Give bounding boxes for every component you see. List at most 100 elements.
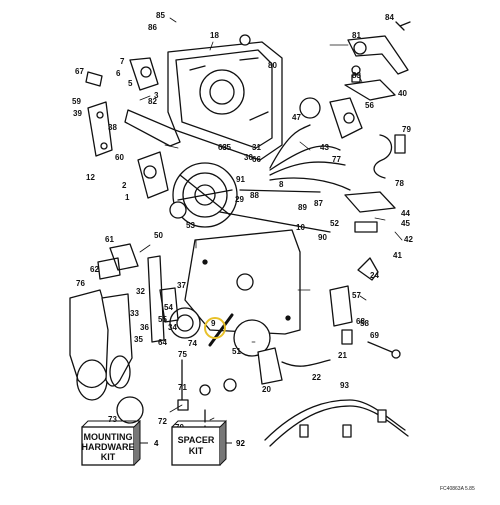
callout-31: 31 bbox=[252, 143, 261, 152]
callout-63: 63 bbox=[218, 143, 227, 152]
callout-43: 43 bbox=[320, 143, 329, 152]
mounting-kit-line1: MOUNTING bbox=[84, 432, 133, 442]
callout-69: 69 bbox=[370, 331, 379, 340]
control-handle bbox=[69, 289, 144, 424]
callout-86: 86 bbox=[148, 23, 157, 32]
shift-slide bbox=[97, 243, 179, 343]
mounting-hardware-kit: MOUNTING HARDWARE KIT 4 bbox=[81, 419, 159, 466]
callout-33: 33 bbox=[130, 309, 139, 318]
mounting-kit-callout: 4 bbox=[154, 439, 159, 448]
lower-fasteners bbox=[177, 359, 211, 437]
spacer-kit-callout: 92 bbox=[236, 439, 245, 448]
spacer-kit-line2: KIT bbox=[189, 446, 204, 456]
callout-5: 5 bbox=[128, 79, 133, 88]
callout-67: 67 bbox=[75, 67, 84, 76]
left-lever-arms bbox=[85, 57, 181, 199]
callout-59: 59 bbox=[72, 97, 81, 106]
callout-41: 41 bbox=[393, 251, 402, 260]
callout-72: 72 bbox=[158, 417, 167, 426]
callout-47: 47 bbox=[292, 113, 301, 122]
callout-29: 29 bbox=[235, 195, 244, 204]
side-cover-plate bbox=[184, 229, 301, 335]
callout-85: 85 bbox=[156, 11, 165, 20]
callout-39: 39 bbox=[73, 109, 82, 118]
callout-83: 83 bbox=[352, 71, 361, 80]
callout-66: 66 bbox=[252, 155, 261, 164]
callout-35: 35 bbox=[134, 335, 143, 344]
callout-52: 52 bbox=[330, 219, 339, 228]
callout-37: 37 bbox=[177, 281, 186, 290]
callout-18: 18 bbox=[210, 31, 219, 40]
callout-6: 6 bbox=[116, 69, 121, 78]
callout-3: 3 bbox=[154, 91, 159, 100]
mounting-kit-line2: HARDWARE bbox=[82, 442, 135, 452]
callout-80: 80 bbox=[268, 61, 277, 70]
callout-60: 60 bbox=[115, 153, 124, 162]
callout-32: 32 bbox=[136, 287, 145, 296]
callout-56: 56 bbox=[365, 101, 374, 110]
callout-58: 58 bbox=[360, 319, 369, 328]
callout-45: 45 bbox=[401, 219, 410, 228]
callout-61: 61 bbox=[105, 235, 114, 244]
callout-51: 51 bbox=[232, 347, 241, 356]
callout-73: 73 bbox=[108, 415, 117, 424]
spacer-kit-line1: SPACER bbox=[178, 435, 215, 445]
callout-57: 57 bbox=[352, 291, 361, 300]
callout-9: 9 bbox=[211, 319, 216, 328]
callout-10: 10 bbox=[296, 223, 305, 232]
callout-64: 64 bbox=[158, 338, 167, 347]
callout-44: 44 bbox=[401, 209, 410, 218]
callout-78: 78 bbox=[395, 179, 404, 188]
callout-68: 68 bbox=[356, 317, 365, 326]
callout-71: 71 bbox=[178, 383, 187, 392]
callout-53: 53 bbox=[186, 221, 195, 230]
callout-36: 36 bbox=[140, 323, 149, 332]
callout-77: 77 bbox=[332, 155, 341, 164]
callout-40: 40 bbox=[398, 89, 407, 98]
callout-30: 30 bbox=[244, 153, 253, 162]
callout-65: 65 bbox=[222, 143, 231, 152]
callout-87: 87 bbox=[314, 199, 323, 208]
callout-89: 89 bbox=[298, 203, 307, 212]
callout-90: 90 bbox=[318, 233, 327, 242]
callout-79: 79 bbox=[402, 125, 411, 134]
throttle-arm bbox=[329, 79, 396, 139]
callout-76: 76 bbox=[76, 279, 85, 288]
callout-7: 7 bbox=[120, 57, 125, 66]
callout-1: 1 bbox=[125, 193, 130, 202]
callout-8: 8 bbox=[279, 180, 284, 189]
cables-and-trim-switch bbox=[219, 189, 396, 281]
callout-88: 88 bbox=[250, 191, 259, 200]
gear-hub-assembly bbox=[169, 162, 238, 228]
callout-34: 34 bbox=[168, 323, 177, 332]
callout-22: 22 bbox=[312, 373, 321, 382]
callout-24: 24 bbox=[370, 271, 379, 280]
right-bracket-and-bushings bbox=[329, 285, 401, 359]
callout-20: 20 bbox=[262, 385, 271, 394]
callout-55: 55 bbox=[158, 315, 167, 324]
callout-75: 75 bbox=[178, 350, 187, 359]
callout-74: 74 bbox=[188, 339, 197, 348]
callout-93: 93 bbox=[340, 381, 349, 390]
callout-62: 62 bbox=[90, 265, 99, 274]
callout-82: 82 bbox=[148, 97, 157, 106]
callout-54: 54 bbox=[164, 303, 173, 312]
callout-2: 2 bbox=[122, 181, 127, 190]
callout-12: 12 bbox=[86, 173, 95, 182]
callout-42: 42 bbox=[404, 235, 413, 244]
control-housing bbox=[167, 34, 283, 161]
spacer-kit: SPACER KIT 92 bbox=[171, 419, 245, 466]
callout-91: 91 bbox=[236, 175, 245, 184]
callout-21: 21 bbox=[338, 351, 347, 360]
leader-lines bbox=[139, 17, 403, 421]
callout-38: 38 bbox=[108, 123, 117, 132]
trim-switch-and-leads bbox=[223, 347, 409, 447]
figure-code: FC40863A 5.85 bbox=[440, 486, 475, 492]
neutral-lever-assembly bbox=[347, 21, 411, 83]
callout-layer: 8586188481677658382403256593938634743771… bbox=[72, 11, 413, 432]
callout-81: 81 bbox=[352, 31, 361, 40]
callout-84: 84 bbox=[385, 13, 394, 22]
mounting-kit-line3: KIT bbox=[101, 452, 116, 462]
